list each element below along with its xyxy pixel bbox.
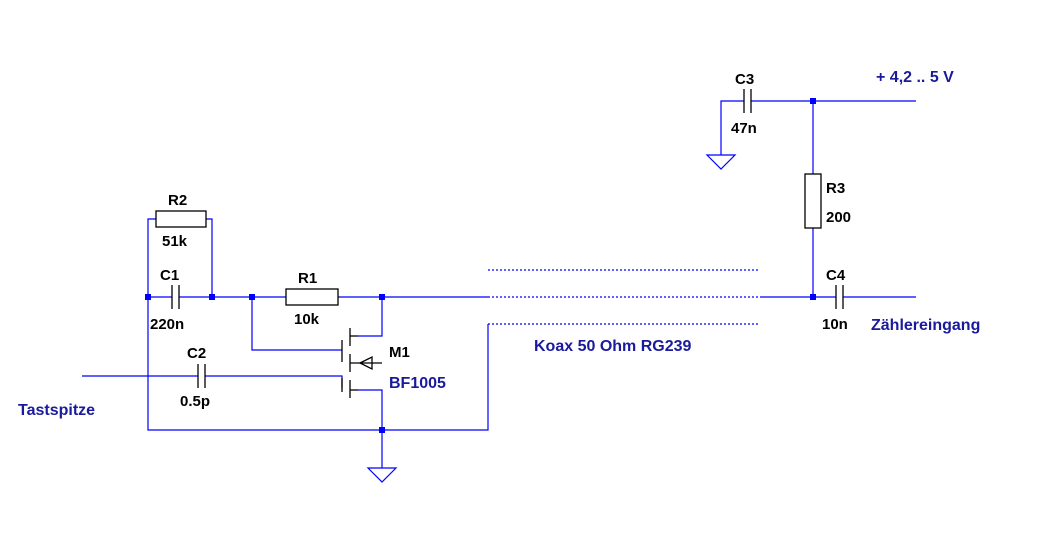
c1-ref: C1 bbox=[160, 267, 179, 284]
capacitor-c3 bbox=[743, 89, 752, 113]
coax-cable bbox=[488, 269, 760, 325]
node-source-ground bbox=[379, 427, 385, 433]
wire-r2-left bbox=[147, 218, 156, 297]
node-c1-left bbox=[145, 294, 151, 300]
ground-icon-top bbox=[705, 154, 737, 170]
capacitor-c2 bbox=[197, 364, 206, 388]
c4-ref: C4 bbox=[826, 267, 846, 284]
r2-ref: R2 bbox=[168, 192, 187, 209]
c3-value: 47n bbox=[731, 120, 757, 137]
resistor-r3 bbox=[804, 173, 822, 229]
wire-gate1 bbox=[251, 297, 342, 351]
wires bbox=[82, 100, 916, 468]
resistor-r1 bbox=[285, 288, 339, 306]
m1-value: BF1005 bbox=[389, 375, 446, 392]
wire-ground-rail bbox=[147, 297, 489, 431]
net-label-coax: Koax 50 Ohm RG239 bbox=[534, 338, 692, 355]
mosfet-m1 bbox=[341, 328, 382, 398]
wire-drain bbox=[358, 297, 383, 337]
wire-r2-right bbox=[206, 218, 213, 297]
r3-value: 200 bbox=[826, 209, 851, 226]
r2-value: 51k bbox=[162, 233, 188, 250]
wire-source bbox=[358, 389, 383, 468]
node-r1-left bbox=[249, 294, 255, 300]
junction-nodes bbox=[145, 98, 816, 433]
net-label-supply: + 4,2 .. 5 V bbox=[876, 69, 954, 86]
node-drain bbox=[379, 294, 385, 300]
r1-ref: R1 bbox=[298, 270, 317, 287]
ground-icon-bottom bbox=[366, 467, 398, 483]
net-label-probe: Tastspitze bbox=[18, 402, 95, 419]
c2-value: 0.5p bbox=[180, 393, 210, 410]
node-r3-top bbox=[810, 98, 816, 104]
net-label-counter-input: Zählereingang bbox=[871, 317, 980, 334]
resistor-r2 bbox=[155, 210, 207, 228]
m1-ref: M1 bbox=[389, 344, 410, 361]
r3-ref: R3 bbox=[826, 180, 845, 197]
node-c1-right bbox=[209, 294, 215, 300]
capacitor-c1 bbox=[171, 285, 180, 309]
capacitor-c4 bbox=[835, 285, 844, 309]
wire-c3-ground bbox=[720, 100, 744, 155]
mosfet-arrow-icon bbox=[358, 355, 373, 371]
node-r3-bottom bbox=[810, 294, 816, 300]
r1-value: 10k bbox=[294, 311, 320, 328]
c2-ref: C2 bbox=[187, 345, 206, 362]
c1-value: 220n bbox=[150, 316, 184, 333]
c4-value: 10n bbox=[822, 316, 848, 333]
wire-gate2 bbox=[205, 375, 343, 388]
c3-ref: C3 bbox=[735, 71, 754, 88]
